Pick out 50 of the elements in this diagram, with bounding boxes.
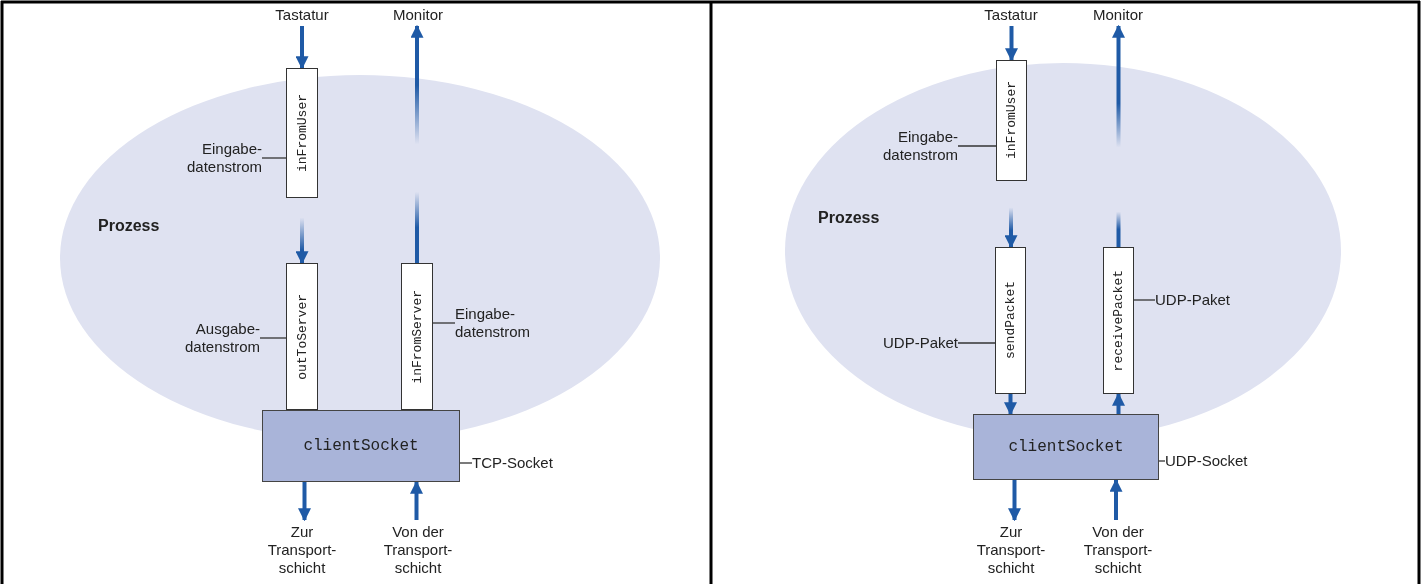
annotation-label: Von der Transport- schicht xyxy=(1073,520,1163,580)
annotation-label: Zur Transport- schicht xyxy=(257,520,347,580)
socket-name: clientSocket xyxy=(303,437,419,455)
arrow xyxy=(410,480,423,520)
leader-line xyxy=(1158,460,1166,462)
stream-box xyxy=(995,247,1026,394)
leader-line xyxy=(957,342,996,344)
stream-name: inFromServer xyxy=(409,289,425,384)
arrow xyxy=(1109,478,1123,520)
leader-line xyxy=(261,157,287,159)
arrow xyxy=(1112,392,1125,414)
arrow xyxy=(1008,480,1021,522)
process-label: Prozess xyxy=(98,217,160,235)
stream-box xyxy=(401,263,433,410)
leader-line xyxy=(432,322,456,324)
annotation-label: UDP-Paket xyxy=(1155,289,1247,311)
stream-name: receivePacket xyxy=(1111,269,1126,372)
arrow xyxy=(1112,24,1125,247)
annotation-label: Monitor xyxy=(1083,4,1153,26)
stream-name: inFromUser xyxy=(294,94,310,172)
annotation-label: Eingabe- datenstrom xyxy=(176,138,262,178)
stream-box xyxy=(1103,247,1134,394)
arrow xyxy=(1005,26,1018,62)
annotation-label: Zur Transport- schicht xyxy=(966,520,1056,580)
arrow xyxy=(295,26,309,70)
annotation-label: Eingabe- datenstrom xyxy=(455,303,547,343)
socket-box xyxy=(262,410,460,482)
stream-box xyxy=(286,263,318,410)
socket-name: clientSocket xyxy=(1008,438,1124,456)
leader-line xyxy=(957,145,997,147)
arrow xyxy=(298,482,311,522)
arrow xyxy=(410,24,424,263)
annotation-label: Tastatur xyxy=(267,4,337,26)
annotation-label: Eingabe- datenstrom xyxy=(872,126,958,166)
stream-name: inFromUser xyxy=(1004,81,1019,160)
annotation-label: TCP-Socket xyxy=(472,452,567,474)
annotation-label: Tastatur xyxy=(976,4,1046,26)
socket-box xyxy=(973,414,1159,480)
leader-line xyxy=(259,337,287,339)
stream-name: sendPacket xyxy=(1003,281,1018,360)
annotation-label: Monitor xyxy=(383,4,453,26)
process-label: Prozess xyxy=(818,209,880,227)
annotation-label: Von der Transport- schicht xyxy=(373,520,463,580)
annotation-label: UDP-Paket xyxy=(868,332,958,354)
stream-name: outToServer xyxy=(294,293,310,380)
leader-line xyxy=(459,462,473,464)
annotation-label: UDP-Socket xyxy=(1165,450,1260,472)
arrow xyxy=(1004,394,1017,416)
leader-line xyxy=(1133,299,1156,301)
annotation-label: Ausgabe- datenstrom xyxy=(174,318,260,358)
